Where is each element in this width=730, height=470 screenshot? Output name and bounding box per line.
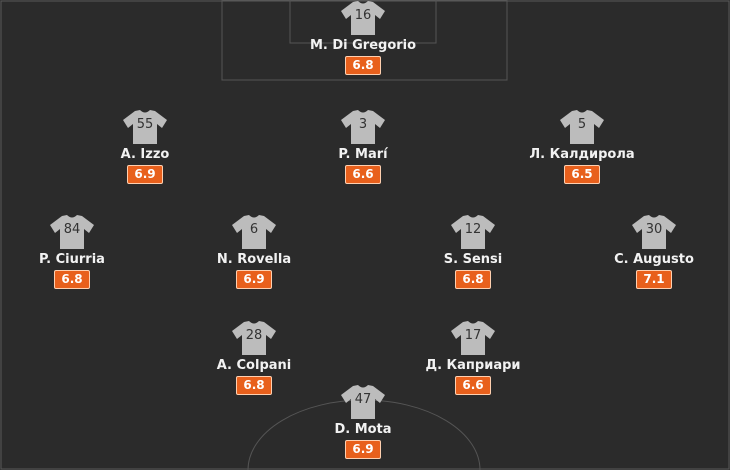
player-card[interactable]: 84 P. Ciurria 6.8: [0, 214, 147, 289]
shirt-icon: 84: [48, 214, 96, 250]
player-number: 28: [245, 328, 263, 343]
player-name: S. Sensi: [443, 252, 503, 267]
player-card[interactable]: 12 S. Sensi 6.8: [398, 214, 548, 289]
player-number: 55: [136, 117, 154, 132]
player-rating: 6.8: [236, 376, 272, 395]
player-name: D. Mota: [334, 422, 392, 437]
player-number: 5: [577, 117, 587, 132]
player-name: P. Marí: [338, 147, 388, 162]
shirt-icon: 30: [630, 214, 678, 250]
player-card[interactable]: 3 P. Marí 6.6: [288, 109, 438, 184]
shirt-icon: 12: [449, 214, 497, 250]
player-card[interactable]: 30 C. Augusto 7.1: [579, 214, 729, 289]
player-number: 47: [354, 392, 372, 407]
player-rating: 6.8: [345, 56, 381, 75]
shirt-icon: 17: [449, 320, 497, 356]
player-number: 3: [358, 117, 368, 132]
player-name: Д. Каприари: [425, 358, 521, 373]
shirt-icon: 5: [558, 109, 606, 145]
player-name: C. Augusto: [614, 252, 694, 267]
player-rating: 6.6: [345, 165, 381, 184]
player-rating: 6.8: [54, 270, 90, 289]
player-number: 12: [464, 222, 482, 237]
player-card[interactable]: 6 N. Rovella 6.9: [179, 214, 329, 289]
shirt-icon: 47: [339, 384, 387, 420]
player-number: 30: [645, 222, 663, 237]
player-rating: 6.5: [564, 165, 600, 184]
player-card[interactable]: 55 A. Izzo 6.9: [70, 109, 220, 184]
player-card[interactable]: 5 Л. Калдирола 6.5: [507, 109, 657, 184]
player-rating: 6.6: [455, 376, 491, 395]
shirt-icon: 28: [230, 320, 278, 356]
player-name: A. Izzo: [120, 147, 170, 162]
player-rating: 7.1: [636, 270, 672, 289]
player-number: 6: [249, 222, 259, 237]
player-rating: 6.8: [455, 270, 491, 289]
player-card[interactable]: 28 A. Colpani 6.8: [179, 320, 329, 395]
player-name: A. Colpani: [216, 358, 292, 373]
player-card[interactable]: 47 D. Mota 6.9: [288, 384, 438, 459]
player-name: M. Di Gregorio: [309, 38, 417, 53]
player-number: 17: [464, 328, 482, 343]
shirt-icon: 3: [339, 109, 387, 145]
player-card[interactable]: 16 M. Di Gregorio 6.8: [288, 0, 438, 75]
player-rating: 6.9: [345, 440, 381, 459]
shirt-icon: 16: [339, 0, 387, 36]
player-name: N. Rovella: [216, 252, 292, 267]
shirt-icon: 55: [121, 109, 169, 145]
player-name: P. Ciurria: [39, 252, 105, 267]
player-rating: 6.9: [236, 270, 272, 289]
player-number: 84: [63, 222, 81, 237]
player-name: Л. Калдирола: [529, 147, 635, 162]
player-rating: 6.9: [127, 165, 163, 184]
player-number: 16: [354, 8, 372, 23]
shirt-icon: 6: [230, 214, 278, 250]
player-card[interactable]: 17 Д. Каприари 6.6: [398, 320, 548, 395]
